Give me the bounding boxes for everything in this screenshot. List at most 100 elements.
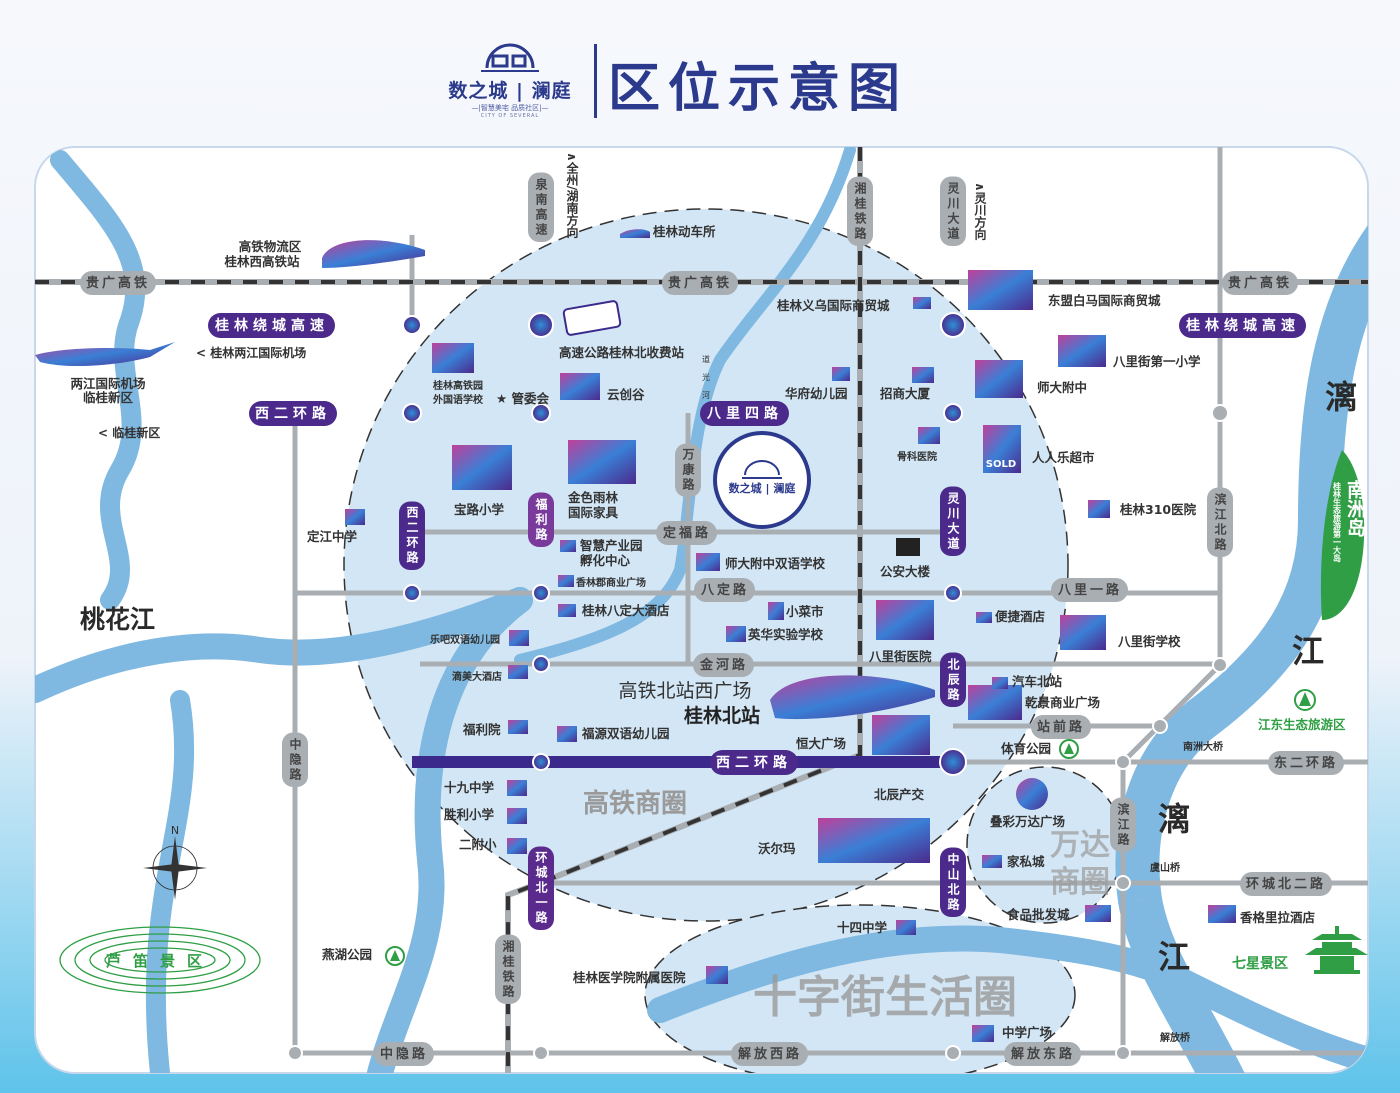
building-icon [913, 297, 931, 309]
road-label: 金河路 [699, 657, 748, 673]
bag-icon [768, 602, 784, 620]
poi-bading-hotel: 桂林八定大酒店 [581, 603, 670, 618]
road-label-pill [1179, 313, 1306, 338]
zone-wanda-label-1: 万达 [1050, 828, 1110, 863]
road-label: 西二环路 [255, 405, 331, 422]
taohua-river-upper [50, 150, 146, 610]
poi-balijie1: 八里街第一小学 [1112, 354, 1201, 369]
road-label: 中山北路 [946, 852, 960, 913]
poi-xiaocai: 小菜市 [785, 604, 824, 619]
school-icon [696, 553, 720, 571]
school-icon [452, 445, 512, 490]
road-label: 解放西路 [737, 1046, 802, 1062]
poi-medical: 桂林医学院附属医院 [572, 970, 686, 985]
school-icon [557, 726, 577, 742]
road-label-pill [373, 1042, 435, 1066]
poi-waiguoyu-2: 外国语学校 [432, 393, 484, 406]
road-label: 八定路 [700, 582, 749, 598]
road-label: 八里四路 [706, 405, 783, 422]
compass-north: N [171, 824, 179, 837]
building-icon [968, 270, 1033, 310]
bridge-nanzhou: 南洲大桥 [1183, 740, 1224, 753]
zone-shizijie-label: 十字街生活圈 [753, 972, 1017, 1023]
road-label: 定福路 [662, 525, 711, 541]
logo-sub: 澜庭 [531, 80, 572, 102]
road-label: 灵川大道 [946, 491, 960, 552]
brand-logo: 数之城 | 澜庭 —|智慧美宅 品质社区|— CITY OF SEVERAL [440, 36, 580, 126]
nanzhou-island-sub: 桂林生态旅游第一大岛 [1333, 481, 1342, 563]
bridge-yushan: 虞山桥 [1150, 861, 1181, 874]
poi-shidashuangyu: 师大附中双语学校 [725, 556, 826, 571]
taohua-river-mid [35, 587, 533, 703]
poi-balijie-hosp: 八里街医院 [868, 649, 932, 664]
road-label: 八里一路 [1057, 582, 1122, 598]
jiangdong-scenic-label: 江东生态旅游区 [1258, 717, 1346, 732]
daoguang-river-label: 道光河 [702, 354, 711, 409]
road-label-pill [847, 176, 873, 246]
building-icon [560, 540, 576, 552]
project-emblem-icon [742, 460, 782, 479]
building-icon [976, 612, 992, 623]
bridge-jiefang: 解放桥 [1160, 1031, 1191, 1044]
park-icon [1059, 739, 1079, 759]
road-label-pill [1050, 578, 1129, 602]
road-label-pill [692, 653, 755, 677]
road-label-pill [282, 732, 308, 787]
poi-erfu: 二附小 [459, 837, 497, 852]
poi-yanhu: 燕湖公园 [322, 947, 372, 962]
poi-yunchuang: 云创谷 [607, 387, 645, 402]
poi-waiguoyu-1: 桂林高铁园 [432, 379, 483, 392]
school-icon [432, 343, 474, 373]
poi-airport-1: 两江国际机场 [70, 376, 145, 391]
school-icon [832, 367, 850, 381]
road-label: 站前路 [1037, 719, 1085, 735]
poi-yinghua: 英华实验学校 [748, 627, 824, 642]
poi-yulin-1: 金色雨林 [567, 490, 619, 505]
poi-dingjiang: 定江中学 [306, 529, 358, 544]
road-label-pill [528, 172, 554, 242]
west-branch-river [145, 690, 195, 1073]
poi-shangrila: 香格里拉酒店 [1239, 910, 1316, 925]
poi-gongan: 公安大楼 [880, 564, 931, 579]
qixing-scenic-label: 七星景区 [1232, 956, 1288, 972]
road-label-pill [1267, 751, 1345, 775]
project-marker[interactable] [713, 431, 811, 529]
school-icon [975, 360, 1023, 398]
logo-emblem-icon [481, 43, 539, 72]
building-icon [508, 665, 528, 679]
road-label-pill [693, 578, 756, 602]
junction-nodes [287, 312, 1229, 1061]
pagoda-icon [1305, 926, 1368, 974]
school-icon [972, 1025, 994, 1042]
direction-lingchuan: ∧灵川方向 [973, 182, 987, 240]
school-icon [507, 808, 527, 824]
building-icon [560, 373, 600, 400]
road-label-pill [710, 750, 798, 775]
poi-wanda: 叠彩万达广场 [990, 814, 1065, 829]
poi-shengli: 胜利小学 [444, 807, 495, 822]
train-icon [620, 229, 650, 238]
road-label: 灵川大道 [946, 181, 960, 242]
li-river [1115, 198, 1368, 1073]
park-icon [385, 946, 405, 966]
road-label: 环城北二路 [1246, 876, 1326, 892]
poi-fuliyuan: 福利院 [462, 722, 501, 737]
poi-bianjie: 便捷酒店 [995, 609, 1046, 624]
road-label: 万康路 [681, 448, 695, 493]
poi-s14: 十四中学 [837, 920, 888, 935]
building-icon [558, 575, 574, 587]
direction-airport: < 桂林两江国际机场 [196, 345, 306, 360]
road-label: 贵广高铁 [1228, 275, 1292, 291]
road-label: 湘桂铁路 [501, 939, 515, 1000]
building-icon [568, 440, 636, 484]
li-river-label-1: 漓 [1325, 378, 1357, 416]
road-label-pill [1207, 487, 1233, 557]
nanzhou-island [1320, 450, 1365, 620]
south-river [647, 925, 1368, 1073]
direction-lingui: < 临桂新区 [98, 425, 160, 440]
road-labels: 贵广高铁 贵广高铁 贵广高铁 桂林绕城高速 桂林绕城高速 西二环路 八里四路 定… [79, 172, 1345, 1066]
hospital-icon [1088, 500, 1110, 518]
train-icon [770, 675, 935, 720]
poi-guanweihui: ★ 管委会 [496, 391, 550, 406]
